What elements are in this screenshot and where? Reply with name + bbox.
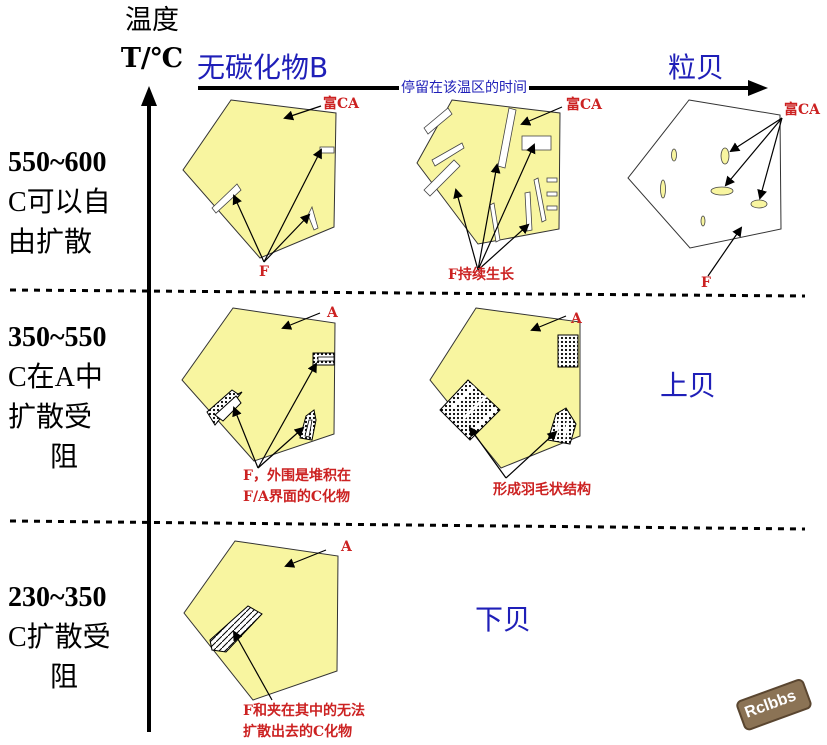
watermark-logo bbox=[736, 679, 812, 731]
ferrite-plate bbox=[546, 205, 558, 211]
band-3-desc-2: 阻 bbox=[50, 662, 79, 693]
time-axis-arrowhead bbox=[748, 80, 768, 96]
x-axis-caption: 停留在该温区的时间 bbox=[399, 77, 529, 97]
y-axis-title-line2: T/℃ bbox=[120, 43, 184, 74]
ma-island bbox=[700, 215, 706, 227]
r2c1-label-bottom-1: F，外围是堆积在 bbox=[243, 468, 351, 484]
band-3-desc-1: C扩散受 bbox=[8, 622, 111, 653]
grain-r3c1 bbox=[183, 540, 339, 701]
feathery-ferrite bbox=[304, 419, 313, 438]
temperature-axis-arrowhead bbox=[141, 86, 157, 106]
ferrite-plate bbox=[319, 146, 335, 154]
feathery-ferrite bbox=[214, 395, 242, 422]
band-1-desc-2: 由扩散 bbox=[8, 227, 93, 258]
ma-island bbox=[660, 179, 666, 199]
grain-r1c2 bbox=[416, 99, 563, 271]
ferrite-plate bbox=[211, 183, 242, 214]
ferrite-plate bbox=[307, 205, 319, 231]
ferrite-plate bbox=[546, 177, 558, 183]
band-label-1: 550~600 C可以自 由扩散 bbox=[8, 143, 111, 263]
header-right: 粒贝 bbox=[668, 51, 725, 84]
r1c1-label-bottom: F bbox=[259, 264, 269, 280]
band-label-2: 350~550 C在A中 扩散受 阻 bbox=[8, 318, 107, 478]
ma-island bbox=[710, 186, 734, 196]
ferrite-plate bbox=[533, 177, 547, 223]
r1c2-label-bottom: F持续生长 bbox=[448, 267, 514, 283]
grain-r2c1 bbox=[181, 307, 336, 469]
r1c3-label-top: 富CA bbox=[784, 102, 821, 118]
r1c3-label-bottom: F bbox=[701, 275, 711, 291]
ma-island bbox=[750, 199, 768, 209]
upper-bainite-label: 上贝 bbox=[660, 369, 717, 402]
ferrite-plate bbox=[524, 191, 533, 232]
ferrite-plate bbox=[431, 142, 465, 167]
r3c1-label-bottom-2: 扩散出去的C化物 bbox=[243, 724, 353, 740]
r3c1-label-top: A bbox=[341, 539, 352, 555]
ferrite-plate bbox=[489, 202, 501, 243]
feathery-ferrite bbox=[317, 356, 335, 362]
ma-island bbox=[671, 148, 677, 162]
band-separator-1 bbox=[9, 288, 806, 298]
ferrite-plate bbox=[423, 107, 453, 135]
ferrite-plate bbox=[546, 191, 558, 197]
y-axis-title: 温度 T/℃ bbox=[102, 2, 202, 78]
ferrite-plate bbox=[423, 159, 461, 197]
r2c2-label-top: A bbox=[571, 311, 582, 327]
band-2-desc-3: 阻 bbox=[50, 442, 79, 473]
band-3-temp: 230~350 bbox=[8, 582, 107, 613]
grain-r2c2 bbox=[429, 307, 581, 479]
y-axis-title-line1: 温度 bbox=[125, 5, 179, 36]
band-separator-2 bbox=[9, 519, 806, 531]
r2c1-label-top: A bbox=[327, 305, 338, 321]
r3c1-label-bottom: F和夹在其中的无法 扩散出去的C化物 bbox=[243, 701, 365, 743]
r2c1-label-bottom-2: F/A界面的C化物 bbox=[243, 489, 351, 505]
r2c2-label-bottom: 形成羽毛状结构 bbox=[493, 482, 591, 498]
header-left: 无碳化物B bbox=[197, 51, 329, 84]
ma-island bbox=[720, 147, 730, 165]
ferrite-plate bbox=[497, 107, 517, 169]
band-2-temp: 350~550 bbox=[8, 322, 107, 353]
band-label-3: 230~350 C扩散受 阻 bbox=[8, 578, 111, 698]
band-1-temp: 550~600 bbox=[8, 147, 107, 178]
band-2-desc-2: 扩散受 bbox=[8, 402, 93, 433]
lower-bainite-label: 下贝 bbox=[475, 603, 532, 636]
r2c1-label-bottom: F，外围是堆积在 F/A界面的C化物 bbox=[243, 466, 351, 508]
band-1-desc-1: C可以自 bbox=[8, 187, 111, 218]
band-2-desc-1: C在A中 bbox=[8, 362, 103, 393]
r1c1-label-top: 富CA bbox=[323, 96, 360, 112]
r1c2-label-top: 富CA bbox=[566, 97, 603, 113]
ferrite-plate bbox=[521, 135, 552, 151]
grain-r1c3 bbox=[627, 99, 783, 277]
r3c1-label-bottom-1: F和夹在其中的无法 bbox=[243, 703, 365, 719]
grain-r1c1 bbox=[182, 99, 337, 263]
lower-bainite-plate bbox=[209, 605, 263, 653]
